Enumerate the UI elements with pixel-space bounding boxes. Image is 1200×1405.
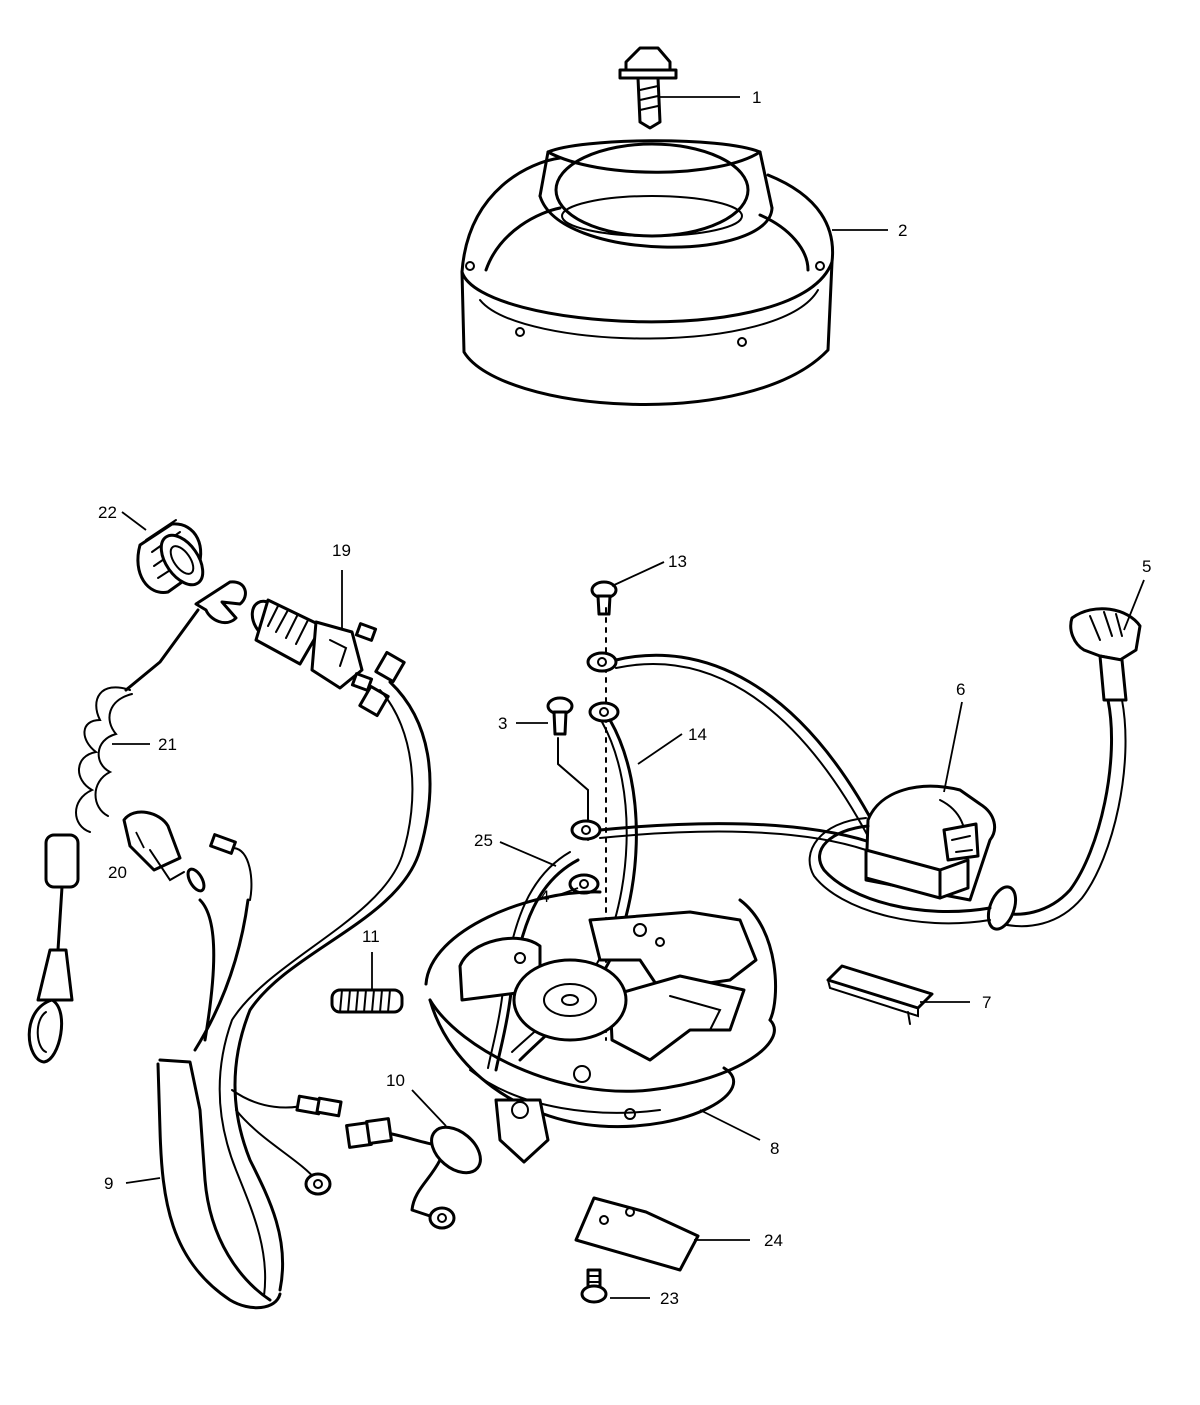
callout-23: 23 <box>660 1289 679 1308</box>
callout-7: 7 <box>982 993 991 1012</box>
part-lanyard-cap <box>136 519 205 594</box>
callouts: 1 2 3 4 5 6 7 8 9 10 11 13 14 19 20 21 2… <box>98 88 1151 1308</box>
callout-8: 8 <box>770 1139 779 1158</box>
callout-19: 19 <box>332 541 351 560</box>
part-spring <box>330 988 404 1014</box>
callout-22: 22 <box>98 503 117 522</box>
callout-13: 13 <box>668 552 687 571</box>
callout-5: 5 <box>1142 557 1151 576</box>
callout-2: 2 <box>898 221 907 240</box>
callout-11: 11 <box>362 927 380 946</box>
part-grommet <box>345 1117 482 1230</box>
leader-lines <box>112 96 1145 1299</box>
part-bolt <box>618 46 678 130</box>
part-connector-plug <box>122 810 253 901</box>
callout-24: 24 <box>764 1231 783 1250</box>
part-washers <box>568 819 602 895</box>
callout-6: 6 <box>956 680 965 699</box>
part-screw-3 <box>546 696 589 841</box>
callout-14: 14 <box>688 725 707 744</box>
part-gasket <box>574 1196 700 1272</box>
callout-4: 4 <box>540 887 549 906</box>
callout-9: 9 <box>104 1174 113 1193</box>
callout-3: 3 <box>498 714 507 733</box>
callout-25: 25 <box>474 831 493 850</box>
callout-20: 20 <box>108 863 127 882</box>
part-lanyard-cord <box>27 580 247 1064</box>
part-stop-switch <box>250 598 406 718</box>
part-screw-23 <box>580 1268 608 1304</box>
callout-1: 1 <box>752 88 761 107</box>
part-flywheel <box>460 139 835 406</box>
part-clip <box>826 964 934 1025</box>
callout-10: 10 <box>386 1071 405 1090</box>
part-wiring-harness <box>156 680 432 1310</box>
part-ignition-coil <box>864 784 997 902</box>
callout-21: 21 <box>158 735 177 754</box>
part-spark-plug-boot <box>808 607 1142 931</box>
part-stator-plate <box>424 890 778 1164</box>
